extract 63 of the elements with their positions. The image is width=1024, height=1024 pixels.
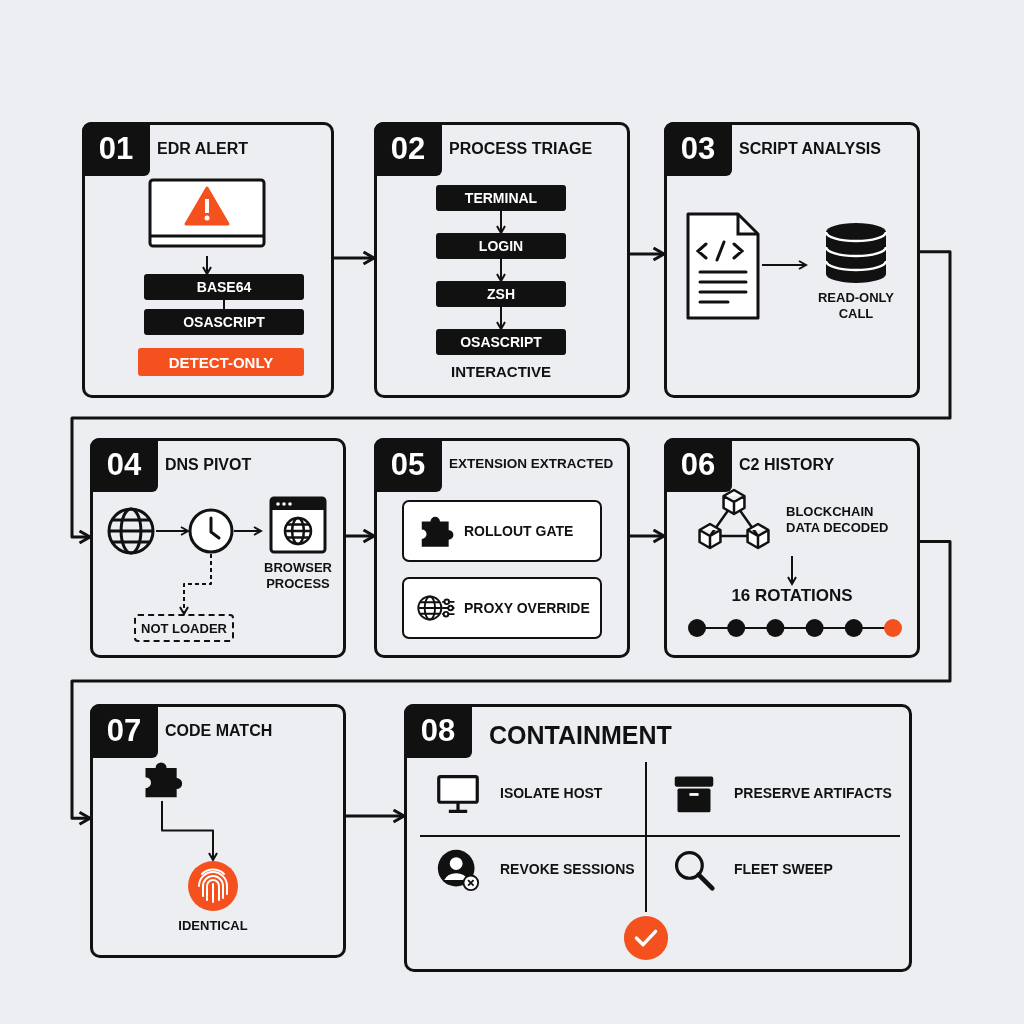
arrow: [787, 555, 797, 585]
action-label: REVOKE SESSIONS: [500, 861, 635, 877]
process-step: ZSH: [436, 281, 566, 307]
step-panel: [82, 122, 334, 398]
step-title: PROCESS TRIAGE: [449, 140, 593, 158]
arrow: [70, 539, 952, 826]
arrow: [630, 528, 666, 544]
arrow: [496, 210, 506, 234]
icon-caption: BROWSER PROCESS: [263, 560, 333, 593]
step-number: 07: [90, 704, 158, 758]
arrow: [155, 526, 189, 536]
action-label: FLEET SWEEP: [734, 861, 833, 877]
step-title: DNS PIVOT: [165, 456, 252, 474]
arrow: [70, 250, 952, 545]
extension-card: [402, 577, 602, 639]
process-step: BASE64: [144, 274, 304, 300]
arrow: [496, 258, 506, 282]
action-label: PRESERVE ARTIFACTS: [734, 785, 892, 801]
step-title: EDR ALERT: [157, 140, 248, 158]
count-label: 16 ROTATIONS: [722, 584, 862, 608]
result-tag: NOT LOADER: [134, 614, 234, 642]
step-title: C2 HISTORY: [739, 456, 835, 474]
arrow: [202, 255, 212, 275]
step-number: 01: [82, 122, 150, 176]
arrow: [161, 800, 218, 861]
step-title: EXTENSION EXTRACTED: [449, 456, 614, 471]
mode-label: INTERACTIVE: [450, 363, 552, 382]
step-panel: [664, 438, 920, 658]
connector-line: [223, 299, 225, 310]
process-step: OSASCRIPT: [144, 309, 304, 335]
step-title: SCRIPT ANALYSIS: [739, 140, 881, 158]
action-label: ISOLATE HOST: [500, 785, 603, 801]
process-step: LOGIN: [436, 233, 566, 259]
icon-caption: READ-ONLY CALL: [816, 290, 896, 323]
step-panel: [664, 122, 920, 398]
extension-card: [402, 500, 602, 562]
step-number: 03: [664, 122, 732, 176]
step-panel: [90, 438, 346, 658]
arrow: [334, 250, 376, 266]
icon-caption: IDENTICAL: [177, 918, 249, 935]
arrow: [496, 306, 506, 330]
step-panel: [374, 122, 630, 398]
process-step: OSASCRIPT: [436, 329, 566, 355]
step-title: CODE MATCH: [165, 722, 273, 740]
card-label: ROLLOUT GATE: [464, 523, 574, 539]
step-panel: [90, 704, 346, 958]
arrow: [233, 526, 262, 536]
step-number: 04: [90, 438, 158, 492]
step-number: 08: [404, 704, 472, 758]
arrow: [630, 246, 666, 262]
process-step: TERMINAL: [436, 185, 566, 211]
icon-caption: BLOCKCHAIN DATA DECODED: [786, 504, 890, 537]
arrow: [346, 808, 406, 824]
step-number: 02: [374, 122, 442, 176]
arrow: [346, 528, 376, 544]
step-number: 06: [664, 438, 732, 492]
dashed-arrow: [179, 553, 212, 615]
card-label: PROXY OVERRIDE: [464, 600, 590, 616]
status-banner: DETECT-ONLY: [138, 348, 304, 376]
step-title: CONTAINMENT: [489, 721, 672, 750]
step-panel: [374, 438, 630, 658]
arrow: [761, 260, 807, 270]
step-number: 05: [374, 438, 442, 492]
